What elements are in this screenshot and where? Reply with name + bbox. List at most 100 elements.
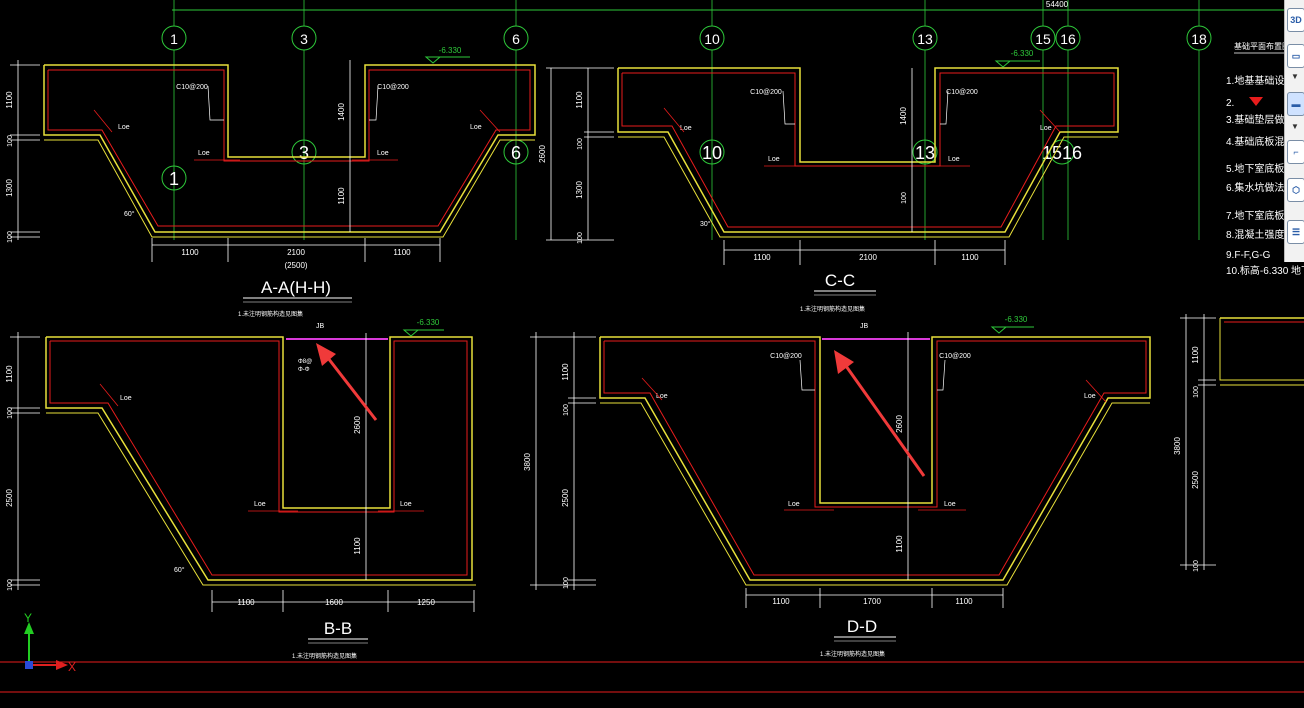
aa-loe-1: Loe <box>118 124 130 131</box>
dd-concrete-outline-inner <box>600 402 1150 586</box>
dd-dim-left-1: 1100 <box>561 363 570 381</box>
section-axis-label-c13: 13 <box>915 143 935 163</box>
cc-dim-3: 1100 <box>961 253 979 262</box>
annotation-arrows <box>316 343 926 477</box>
note-9: 9.F-F,G-G <box>1226 250 1271 261</box>
section-axis-label-a3: 3 <box>299 143 309 163</box>
cc-dim-mid: 1400 <box>899 107 908 125</box>
view-frame-button[interactable]: ⌐ <box>1287 140 1304 164</box>
cc-loe-1: Loe <box>680 125 692 132</box>
bb-dim-2: 1600 <box>325 598 343 607</box>
dd-loe-2: Loe <box>1084 393 1096 400</box>
aa-rebar-line <box>47 69 531 227</box>
aa-loe-3: Loe <box>198 150 210 157</box>
section-dd: JB 1100 1700 1100 3800 1100 100 2500 100… <box>523 315 1151 658</box>
cc-concrete-outline <box>617 67 1119 233</box>
bb-title: B-B <box>324 619 352 638</box>
cc-concrete-outline-inner <box>618 136 1118 238</box>
note-6: 6.集水坑做法详 <box>1226 181 1294 194</box>
view-cube-button[interactable]: ⬡ <box>1287 178 1304 202</box>
aa-concrete-outline <box>43 64 536 233</box>
aa-stirrup-left: C10@200 <box>176 84 208 91</box>
partial-dim-total: 3800 <box>1173 437 1182 455</box>
bb-dim-bottom <box>211 590 475 612</box>
arrow-dd-head <box>834 350 854 374</box>
section-cc: 1100 2100 1100 2600 1100 100 1300 100 14… <box>538 49 1119 313</box>
cc-dim-left <box>546 67 614 241</box>
dd-dim-left-2: 100 <box>563 404 570 416</box>
axis-16-label: 16 <box>1060 31 1076 47</box>
axis-16-bubble: 16 <box>1055 0 1081 240</box>
cc-stirrup-right: C10@200 <box>946 89 978 96</box>
axis-3-label: 3 <box>300 31 308 47</box>
ucs-y: Y <box>24 611 32 625</box>
section-axis-a1: 1 <box>161 165 187 191</box>
cc-loe-3: Loe <box>768 156 780 163</box>
axis-1-label: 1 <box>170 31 178 47</box>
bb-loe-1: Loe <box>120 395 132 402</box>
arrow-dd <box>844 365 926 477</box>
dd-loe-3: Loe <box>788 501 800 508</box>
aa-dim-3: 1100 <box>393 248 411 257</box>
aa-dim-sub: (2500) <box>284 261 307 270</box>
dd-note: 1.未注明钢筋构造见图集 <box>820 650 885 658</box>
bb-dim-mid2: 1100 <box>353 537 362 555</box>
axis-15-bubble: 15 <box>1030 0 1056 240</box>
bb-level: -6.330 <box>417 318 440 327</box>
dd-dim-left <box>530 332 596 590</box>
axis-3-bubble: 3 <box>291 0 317 240</box>
dd-stirrup-left: C10@200 <box>770 353 802 360</box>
bb-bar-note: Φ8@ <box>298 359 312 365</box>
aa-dim-2: 2100 <box>287 248 305 257</box>
note-10: 10.标高-6.330 地下 <box>1226 264 1304 277</box>
ucs-x: X <box>68 660 76 674</box>
dd-dim-2: 1700 <box>863 597 881 606</box>
view-3d-button[interactable]: 3D <box>1287 8 1304 32</box>
cc-dim-total: 2600 <box>538 145 547 163</box>
view-solid-button[interactable]: ▬ <box>1287 92 1304 116</box>
section-partial: 3800 1100 100 2500 100 <box>1173 314 1304 572</box>
bb-dim-1: 1100 <box>237 598 255 607</box>
bb-dim-mid: 2600 <box>353 416 362 434</box>
bb-concrete-outline <box>45 336 473 581</box>
cc-title: C-C <box>825 271 855 290</box>
section-bb: JB Φ8@ Φ-Φ 1100 1600 1250 1100 100 2500 … <box>5 318 476 660</box>
view-toolbar: 3D ▭ ▼ ▬ ▼ ⌐ ⬡ ☰ <box>1284 0 1304 262</box>
chevron-down-icon[interactable]: ▼ <box>1291 122 1299 131</box>
bb-dim-left-3: 2500 <box>5 489 14 507</box>
aa-level-marker <box>424 56 442 64</box>
axis-18-label: 18 <box>1191 31 1207 47</box>
section-axis-a6: 6 <box>503 139 529 165</box>
aa-angle: 60° <box>124 210 135 218</box>
bb-rebar-line <box>49 340 468 576</box>
cc-loe-4: Loe <box>948 156 960 163</box>
box-icon: ▭ <box>1291 50 1301 61</box>
aa-dim-left-2: 100 <box>7 135 14 147</box>
layer-list-button[interactable]: ☰ <box>1287 220 1304 244</box>
bb-note: 1.未注明钢筋构造见图集 <box>292 652 357 660</box>
section-axis-c10: 10 <box>699 139 725 165</box>
dd-dim-mid: 2600 <box>895 415 904 433</box>
list-icon: ☰ <box>1291 226 1301 237</box>
aa-dim-1: 1100 <box>181 248 199 257</box>
cc-note: 1.未注明钢筋构造见图集 <box>800 305 865 313</box>
dd-dim-3: 1100 <box>955 597 973 606</box>
section-axis-label-c10: 10 <box>702 143 722 163</box>
section-axis-label-a6: 6 <box>511 143 521 163</box>
axis-15-label: 15 <box>1035 31 1051 47</box>
cc-dim-1: 1100 <box>753 253 771 262</box>
cc-rebar-line <box>621 72 1115 228</box>
cc-dim-left-4: 100 <box>577 232 584 244</box>
aa-dim-mid2: 1100 <box>337 187 346 205</box>
aa-level: -6.330 <box>439 46 462 55</box>
bb-dim-left-1: 1100 <box>5 365 14 383</box>
cc-dim-bottom <box>723 240 1006 265</box>
view-box-button[interactable]: ▭ <box>1287 44 1304 68</box>
axis-1-bubble: 1 <box>161 0 187 240</box>
chevron-down-icon[interactable]: ▼ <box>1291 72 1299 81</box>
dd-loe-4: Loe <box>944 501 956 508</box>
aa-dim-left-3: 1300 <box>5 179 14 197</box>
